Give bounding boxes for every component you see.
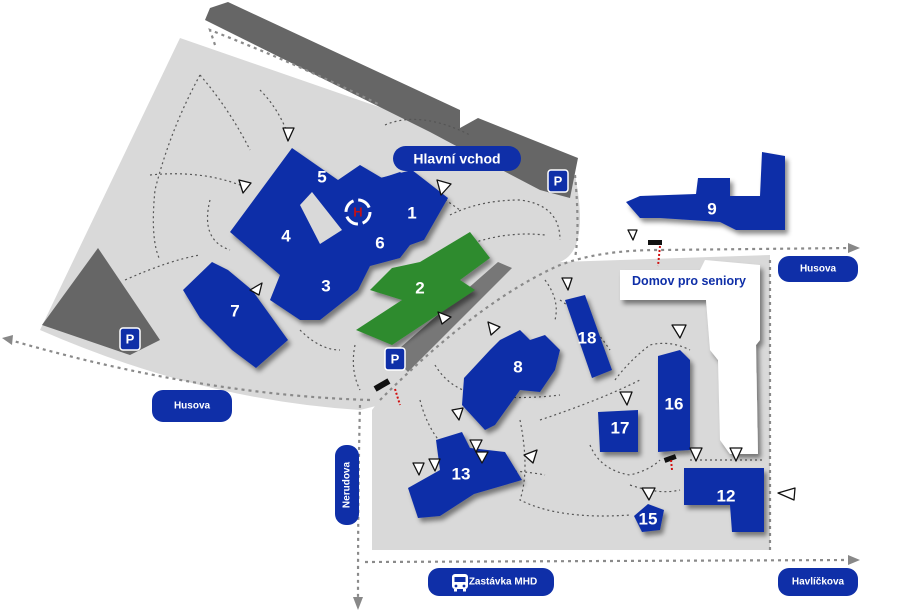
- building-16-label: 16: [665, 395, 684, 414]
- entrance-triangle-icon: [487, 321, 501, 336]
- gate-barrier-building-9: [648, 240, 662, 245]
- helipad-icon: H: [343, 197, 373, 227]
- building-18[interactable]: [565, 295, 612, 378]
- building-13-label: 13: [452, 465, 471, 484]
- building-18-label: 18: [578, 329, 597, 348]
- building-12[interactable]: [684, 468, 764, 532]
- building-8-label: 8: [513, 358, 522, 377]
- entrance-triangle-icon: [436, 179, 452, 196]
- entrance-triangle-icon: [238, 179, 252, 194]
- street-label-husova-right: Husova: [800, 264, 837, 275]
- building-5-label: 5: [317, 168, 326, 187]
- entrance-triangle-icon: [475, 451, 489, 464]
- parking-sign-west[interactable]: P: [119, 327, 141, 351]
- entrance-triangle-icon: [641, 487, 656, 501]
- building-13[interactable]: [408, 432, 522, 518]
- building-12-label: 12: [717, 487, 736, 506]
- street-label-husova-left: Husova: [174, 401, 211, 412]
- street-label-nerudova: Nerudova: [342, 462, 353, 509]
- entrance-triangle-icon: [627, 229, 638, 241]
- building-7[interactable]: [183, 262, 288, 368]
- entrance-triangle-icon: [412, 462, 425, 476]
- bus-icon: [452, 574, 468, 592]
- building-9[interactable]: [626, 152, 785, 230]
- parking-sign-label: P: [391, 352, 400, 367]
- parking-sign-building-2[interactable]: P: [384, 347, 406, 371]
- senior-home-label: Domov pro seniory: [632, 274, 746, 288]
- entrance-triangle-icon: [469, 439, 483, 453]
- road-arrow-south: [353, 597, 363, 610]
- parking-sign-label: P: [126, 332, 135, 347]
- street-label-havlickova: Havlíčkova: [792, 577, 845, 588]
- building-17[interactable]: [598, 410, 638, 452]
- building-labels: 1 2 3 4 5 6 7 8 9 12 13 15 16 17 18: [230, 168, 735, 529]
- street-pill-havlickova[interactable]: Havlíčkova: [778, 568, 858, 596]
- road-arrow-east-bottom: [848, 555, 860, 565]
- road-arrow-east-top: [848, 243, 860, 253]
- building-senior-home[interactable]: [620, 260, 760, 454]
- gate-barrier-husova-left: [373, 378, 391, 392]
- parking-sign-north[interactable]: P: [547, 169, 569, 193]
- entrance-markers: [238, 127, 796, 501]
- entrance-triangle-icon: [619, 391, 633, 406]
- courtyard: [300, 192, 342, 244]
- building-16[interactable]: [658, 350, 690, 452]
- entrance-triangle-icon: [249, 282, 263, 296]
- main-entrance-label: Hlavní vchod: [413, 151, 500, 167]
- entrance-triangle-icon: [777, 487, 796, 501]
- entrance-triangle-icon: [689, 447, 703, 462]
- gate-barriers: [373, 240, 677, 471]
- building-9-label: 9: [707, 200, 716, 219]
- entrance-triangle-icon: [428, 458, 441, 472]
- street-pill-husova-left[interactable]: Husova: [152, 390, 232, 422]
- entrance-triangle-icon: [451, 407, 464, 421]
- building-8[interactable]: [462, 330, 560, 430]
- building-2-label: 2: [415, 279, 424, 298]
- entrance-triangle-icon: [523, 449, 538, 464]
- building-17-label: 17: [611, 419, 630, 438]
- street-pill-nerudova[interactable]: Nerudova: [335, 445, 359, 525]
- bus-stop-pill[interactable]: Zastávka MHD: [428, 568, 554, 596]
- building-3-label: 3: [321, 277, 330, 296]
- building-1-label: 1: [407, 204, 416, 223]
- road-arrow-west: [2, 335, 13, 345]
- building-2[interactable]: [356, 232, 490, 345]
- entrance-triangle-icon: [671, 324, 687, 339]
- building-4-label: 4: [281, 227, 291, 246]
- building-15-label: 15: [639, 510, 658, 529]
- street-pill-husova-right[interactable]: Husova: [778, 256, 858, 282]
- entrance-triangle-icon: [561, 277, 573, 291]
- helipad-label: H: [353, 205, 362, 220]
- building-15[interactable]: [634, 504, 664, 532]
- main-entrance-pill[interactable]: Hlavní vchod: [393, 146, 521, 171]
- building-6-label: 6: [375, 234, 384, 253]
- entrance-triangle-icon: [437, 311, 452, 325]
- parking-sign-label: P: [554, 174, 563, 189]
- gate-barrier-building-16: [663, 454, 677, 463]
- bus-stop-label: Zastávka MHD: [469, 577, 537, 588]
- entrance-triangle-icon: [282, 127, 295, 142]
- road-strip-building-2: [392, 262, 512, 372]
- building-1[interactable]: [380, 170, 448, 250]
- building-7-label: 7: [230, 302, 239, 321]
- entrance-triangle-icon: [729, 447, 743, 462]
